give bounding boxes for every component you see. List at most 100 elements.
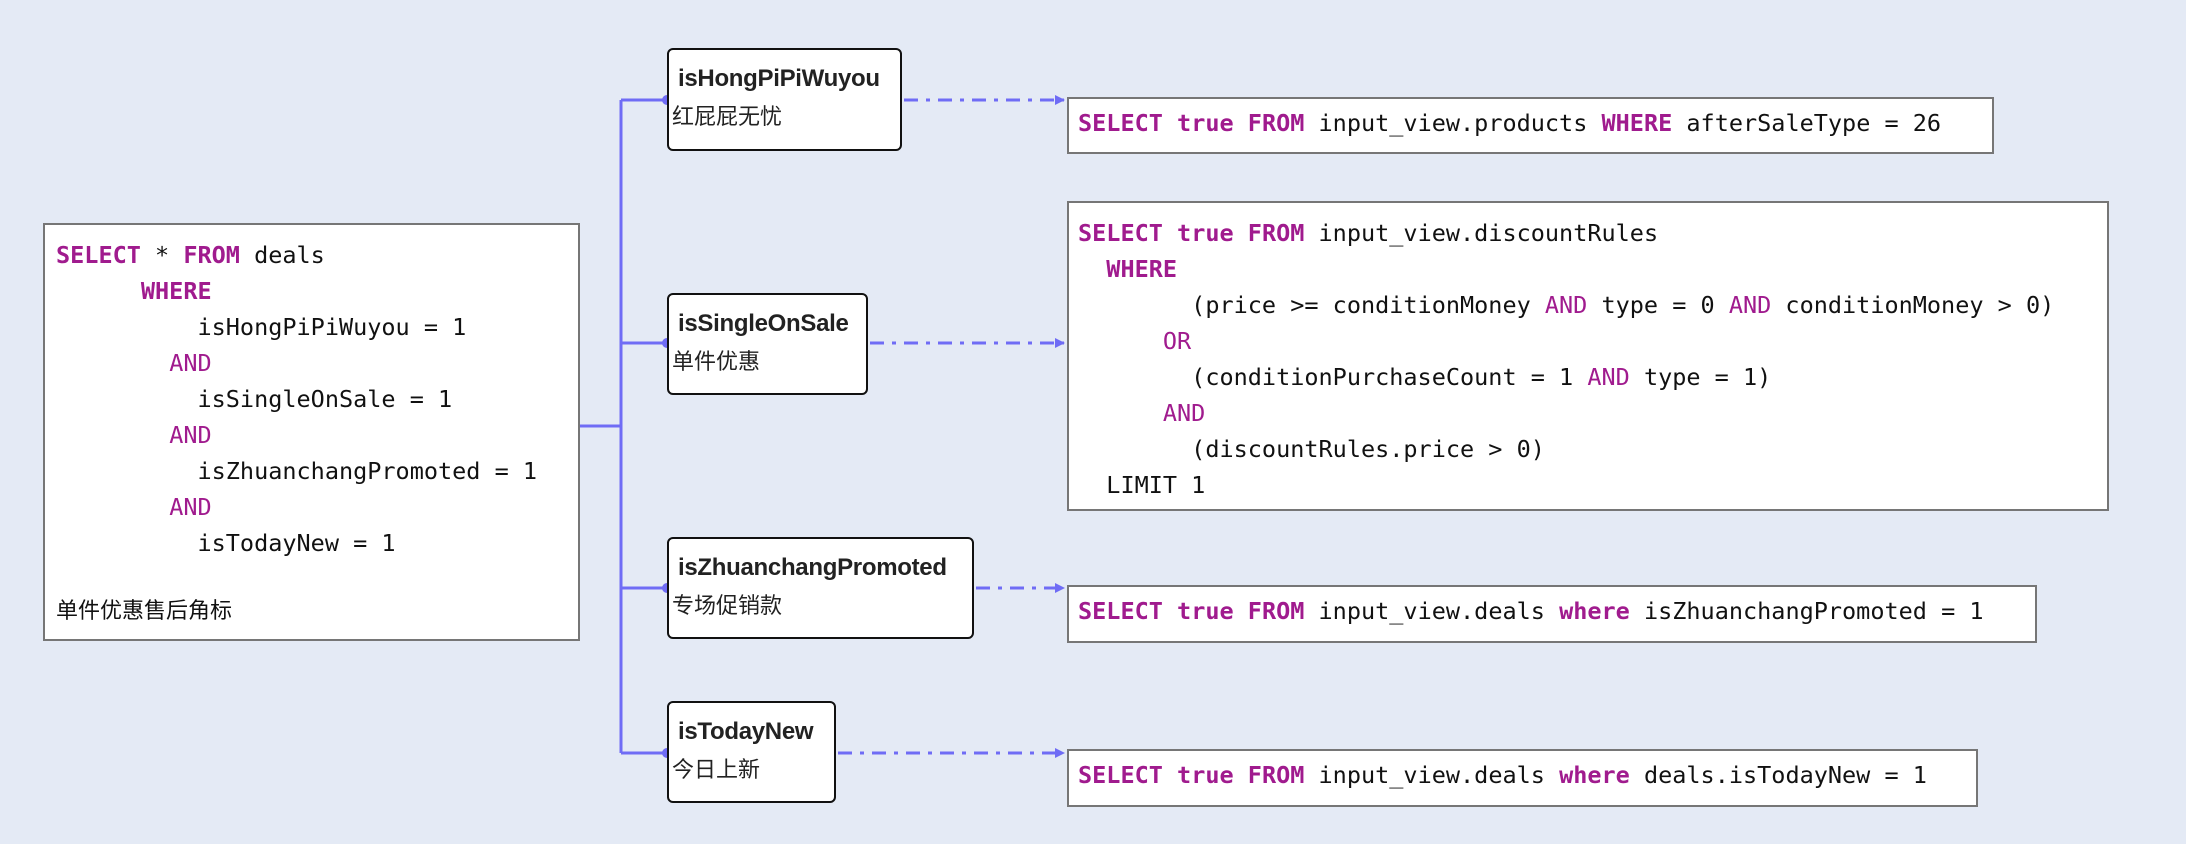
sql-keyword: where <box>1559 597 1630 625</box>
sql-text: type = 1) <box>1629 363 1772 391</box>
sql-keyword: WHERE <box>1106 255 1178 283</box>
sql-text: (discountRules.price > 0) <box>1078 435 1545 463</box>
sql-text: * <box>140 241 184 269</box>
sql-keyword: WHERE <box>140 277 212 305</box>
sql-text: isZhuanchangPromoted = 1 <box>1629 597 1984 625</box>
code-line: (conditionPurchaseCount = 1 AND type = 1… <box>1078 359 2107 395</box>
sql-keyword: AND <box>1544 291 1588 319</box>
node-iszhuanchangpromoted[interactable]: isZhuanchangPromoted 专场促销款 <box>667 537 974 639</box>
sql-keyword: FROM <box>1247 597 1305 625</box>
code-line: SELECT true FROM input_view.products WHE… <box>1078 105 1992 141</box>
sql-keyword: SELECT <box>1078 219 1163 247</box>
sql-keyword: AND <box>1728 291 1772 319</box>
sql-keyword: FROM <box>1247 761 1305 789</box>
node-ishongpipiwuyou[interactable]: isHongPiPiWuyou 红屁屁无忧 <box>667 48 902 151</box>
sql-keyword: true <box>1177 219 1234 247</box>
node-subtitle: 红屁屁无忧 <box>672 105 783 130</box>
sql-text <box>1234 761 1248 789</box>
sql-text <box>1234 109 1248 137</box>
node-title: isZhuanchangPromoted <box>678 554 947 581</box>
code-line: AND <box>56 489 578 525</box>
sql-keyword: SELECT <box>1078 109 1163 137</box>
code-line: isHongPiPiWuyou = 1 <box>56 309 578 345</box>
sql-box-todaynew: SELECT true FROM input_view.deals where … <box>1067 749 1978 807</box>
sql-text <box>1078 255 1106 283</box>
sql-keyword: OR <box>1162 327 1192 355</box>
sql-text: conditionMoney > 0) <box>1771 291 2055 319</box>
sql-text: input_view.products <box>1304 109 1602 137</box>
sql-text: input_view.deals <box>1304 761 1560 789</box>
code-line: SELECT * FROM deals <box>56 237 578 273</box>
sql-box-zhuanchangpromoted: SELECT true FROM input_view.deals where … <box>1067 585 2037 643</box>
sql-keyword: true <box>1177 761 1234 789</box>
sql-text <box>1234 597 1248 625</box>
sql-text <box>56 277 141 305</box>
node-istodaynew[interactable]: isTodayNew 今日上新 <box>667 701 836 803</box>
code-line: LIMIT 1 <box>1078 467 2107 503</box>
sql-keyword: true <box>1177 109 1234 137</box>
sql-text <box>56 421 169 449</box>
sql-text <box>1163 109 1177 137</box>
sql-text <box>1163 761 1177 789</box>
sql-text: isTodayNew = 1 <box>56 529 396 557</box>
code-line: isTodayNew = 1 <box>56 525 578 561</box>
sql-code: SELECT true FROM input_view.deals where … <box>1078 593 2035 629</box>
code-line: (price >= conditionMoney AND type = 0 AN… <box>1078 287 2107 323</box>
sql-code: SELECT true FROM input_view.deals where … <box>1078 757 1976 793</box>
code-line: isSingleOnSale = 1 <box>56 381 578 417</box>
sql-text <box>56 349 169 377</box>
sql-text <box>1234 219 1248 247</box>
sql-box-singleonsale: SELECT true FROM input_view.discountRule… <box>1067 201 2109 511</box>
sql-keyword: AND <box>169 421 212 449</box>
node-subtitle: 今日上新 <box>672 758 761 783</box>
sql-keyword: where <box>1559 761 1630 789</box>
sql-text <box>1078 399 1163 427</box>
sql-text: LIMIT 1 <box>1078 471 1206 499</box>
code-line: AND <box>56 417 578 453</box>
sql-text: input_view.deals <box>1304 597 1560 625</box>
main-query-code: SELECT * FROM deals WHERE isHongPiPiWuyo… <box>56 237 578 561</box>
node-issingleonsale[interactable]: isSingleOnSale 单件优惠 <box>667 293 868 395</box>
sql-keyword: AND <box>1587 363 1630 391</box>
sql-text: afterSaleType = 26 <box>1672 109 1942 137</box>
node-subtitle: 单件优惠 <box>672 350 761 375</box>
sql-text <box>56 493 169 521</box>
sql-keyword: FROM <box>1247 219 1305 247</box>
sql-keyword: true <box>1177 597 1234 625</box>
code-line: SELECT true FROM input_view.deals where … <box>1078 593 2035 629</box>
sql-keyword: AND <box>169 493 212 521</box>
sql-text: (conditionPurchaseCount = 1 <box>1078 363 1588 391</box>
code-line: SELECT true FROM input_view.deals where … <box>1078 757 1976 793</box>
sql-box-hongpipiwuyou: SELECT true FROM input_view.products WHE… <box>1067 97 1994 154</box>
code-line: (discountRules.price > 0) <box>1078 431 2107 467</box>
code-line: WHERE <box>56 273 578 309</box>
code-line: WHERE <box>1078 251 2107 287</box>
sql-keyword: SELECT <box>1078 761 1163 789</box>
sql-text: isHongPiPiWuyou = 1 <box>56 313 467 341</box>
node-title: isHongPiPiWuyou <box>678 65 880 92</box>
sql-keyword: WHERE <box>1601 109 1673 137</box>
sql-text: input_view.discountRules <box>1304 219 1659 247</box>
node-title: isTodayNew <box>678 718 814 745</box>
code-line: AND <box>1078 395 2107 431</box>
node-subtitle: 专场促销款 <box>672 594 783 619</box>
sql-text <box>1163 219 1177 247</box>
sql-text: deals.isTodayNew = 1 <box>1629 761 1927 789</box>
sql-keyword: AND <box>1162 399 1206 427</box>
sql-text: deals <box>239 241 325 269</box>
code-line: SELECT true FROM input_view.discountRule… <box>1078 215 2107 251</box>
sql-keyword: AND <box>169 349 212 377</box>
sql-keyword: SELECT <box>56 241 141 269</box>
sql-keyword: FROM <box>183 241 240 269</box>
sql-text: type = 0 <box>1587 291 1729 319</box>
sql-text <box>1078 327 1163 355</box>
node-title: isSingleOnSale <box>678 310 849 337</box>
sql-code: SELECT true FROM input_view.products WHE… <box>1078 105 1992 141</box>
sql-text: isSingleOnSale = 1 <box>56 385 453 413</box>
sql-code: SELECT true FROM input_view.discountRule… <box>1078 215 2107 503</box>
main-query-caption: 单件优惠售后角标 <box>56 599 233 624</box>
main-query-box: SELECT * FROM deals WHERE isHongPiPiWuyo… <box>43 223 580 641</box>
sql-text <box>1163 597 1177 625</box>
sql-keyword: SELECT <box>1078 597 1163 625</box>
code-line: AND <box>56 345 578 381</box>
